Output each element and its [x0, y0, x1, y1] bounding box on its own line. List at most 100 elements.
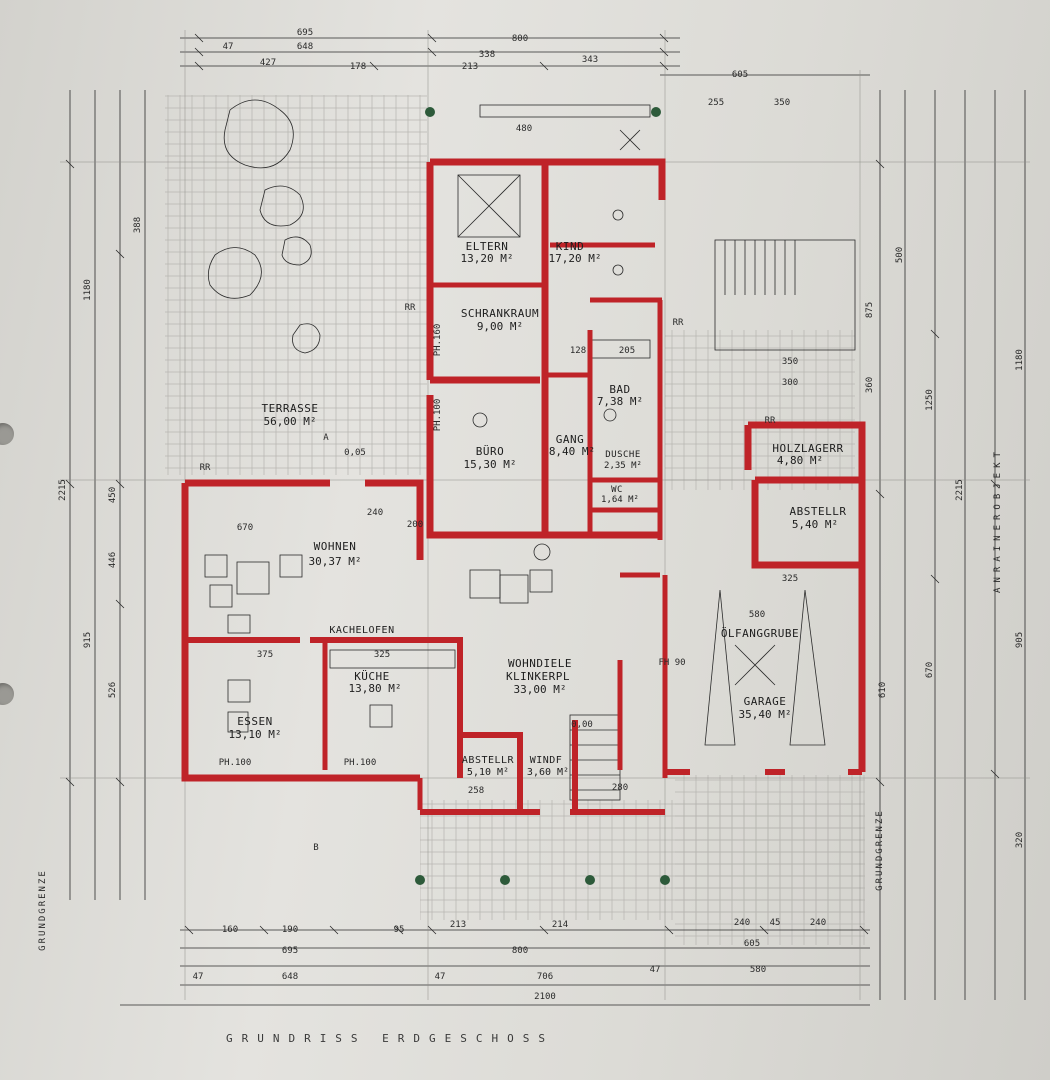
dim-in-240: 240 — [367, 508, 383, 518]
section-a-marker: A — [323, 433, 329, 443]
room-terrasse-name: TERRASSE — [262, 402, 319, 415]
side-label-anrainerobjekt: ANRAINEROBJEKT — [993, 447, 1003, 593]
dim-in-200: 200 — [407, 520, 423, 530]
punch-hole-top — [0, 423, 14, 445]
room-gang-area: 8,40 M² — [549, 445, 595, 458]
room-wc-name: WC — [611, 485, 623, 495]
room-labels: ELTERN 13,20 M² KIND 17,20 M² SCHRANKRAU… — [229, 240, 846, 778]
dim-in-128: 128 — [570, 346, 586, 356]
kachelofen-label: KACHELOFEN — [329, 625, 394, 636]
dim-in-005: 0,05 — [344, 448, 366, 458]
ph160-marker: PH.160 — [433, 324, 443, 357]
oelfanggrube-label: ÖLFANGGRUBE — [721, 627, 799, 640]
dim-right-500: 500 — [895, 247, 905, 263]
dim-right-905: 905 — [1015, 632, 1025, 648]
dim-right-610: 610 — [878, 682, 888, 698]
dim-bot-706: 706 — [537, 972, 553, 982]
walls — [181, 158, 866, 815]
dim-left-526: 526 — [108, 682, 118, 698]
room-wohndiele-sub: KLINKERPL — [506, 670, 570, 683]
room-buero-area: 15,30 M² — [464, 458, 517, 471]
punch-hole-bottom — [0, 683, 14, 705]
room-essen-area: 13,10 M² — [229, 728, 282, 741]
room-dusche-area: 2,35 M² — [604, 461, 642, 471]
dim-top-178: 178 — [350, 62, 366, 72]
dim-right-875: 875 — [865, 302, 875, 318]
dim-bot-800: 800 — [512, 946, 528, 956]
dim-top-605: 605 — [732, 70, 748, 80]
plan-title: GRUNDRISS ERDGESCHOSS — [226, 1032, 554, 1045]
room-windf-area: 3,60 M² — [527, 767, 569, 778]
room-abstellr-right-area: 5,40 M² — [792, 518, 838, 531]
room-wohnen-area: 30,37 M² — [309, 555, 362, 568]
boundary-label-right: GRUNDGRENZE — [875, 809, 885, 891]
dim-bot-605: 605 — [744, 939, 760, 949]
dim-right-320: 320 — [1015, 832, 1025, 848]
dim-bot-240b: 240 — [810, 918, 826, 928]
dim-in-280: 280 — [612, 783, 628, 793]
dim-bot-95: 95 — [394, 925, 405, 935]
dim-top-255: 255 — [708, 98, 724, 108]
room-wc-area: 1,64 M² — [601, 495, 639, 505]
dim-in-300: 300 — [782, 378, 798, 388]
dim-top-343: 343 — [582, 55, 598, 65]
room-schrankraum-name: SCHRANKRAUM — [461, 307, 539, 320]
dim-left-915: 915 — [83, 632, 93, 648]
dim-bot-45: 45 — [770, 918, 781, 928]
section-b-marker: B — [313, 843, 318, 853]
dim-left-2215: 2215 — [58, 479, 68, 501]
dim-in-325b: 325 — [782, 574, 798, 584]
room-bad-area: 7,38 M² — [597, 395, 643, 408]
room-kind-area: 17,20 M² — [549, 252, 602, 265]
dim-bot-648: 648 — [282, 972, 298, 982]
terrace-paving — [165, 95, 427, 475]
room-garage-name: GARAGE — [744, 695, 787, 708]
room-kueche-name: KÜCHE — [354, 670, 390, 683]
dim-in-350: 350 — [782, 357, 798, 367]
dim-in-325: 325 — [374, 650, 390, 660]
rr-marker-1: RR — [405, 303, 416, 313]
room-schrankraum-area: 9,00 M² — [477, 320, 523, 333]
dim-left-446: 446 — [108, 552, 118, 568]
dim-bot-240: 240 — [734, 918, 750, 928]
dim-bot-47a: 47 — [193, 972, 204, 982]
room-buero-name: BÜRO — [476, 445, 505, 458]
dim-bot-213: 213 — [450, 920, 466, 930]
room-wohndiele-name: WOHNDIELE — [508, 657, 572, 670]
dim-bot-580: 580 — [750, 965, 766, 975]
dim-top-695: 695 — [297, 28, 313, 38]
dim-right-360: 360 — [865, 377, 875, 393]
room-windf-name: WINDF — [530, 755, 563, 766]
dim-top-47: 47 — [223, 42, 234, 52]
dim-in-205: 205 — [619, 346, 635, 356]
dim-bot-214: 214 — [552, 920, 568, 930]
dim-in-258: 258 — [468, 786, 484, 796]
dim-bot-190a: 190 — [282, 925, 298, 935]
dim-bot-2100: 2100 — [534, 992, 556, 1002]
dim-top-213: 213 — [462, 62, 478, 72]
room-wohndiele-area: 33,00 M² — [514, 683, 567, 696]
room-terrasse-area: 56,00 M² — [264, 415, 317, 428]
room-eltern-name: ELTERN — [466, 240, 509, 253]
post-markers — [415, 107, 670, 885]
dim-right-1180: 1180 — [1015, 349, 1025, 371]
dim-top-350: 350 — [774, 98, 790, 108]
dim-right-670: 670 — [925, 662, 935, 678]
dim-top-800: 800 — [512, 34, 528, 44]
dim-top-338: 338 — [479, 50, 495, 60]
dim-left-388: 388 — [133, 217, 143, 233]
ph100-marker-essen: PH.100 — [219, 758, 252, 768]
dim-bot-47b: 47 — [435, 972, 446, 982]
rr-marker-4: RR — [765, 416, 776, 426]
dim-right-1250: 1250 — [925, 389, 935, 411]
dim-bot-695: 695 — [282, 946, 298, 956]
room-gang-name: GANG — [556, 433, 585, 446]
room-abstellr-left-area: 5,10 M² — [467, 767, 509, 778]
dim-bot-160: 160 — [222, 925, 238, 935]
dim-top-648: 648 — [297, 42, 313, 52]
room-wohnen-name: WOHNEN — [314, 540, 357, 553]
room-bad-name: BAD — [609, 383, 630, 396]
dim-left-450: 450 — [108, 487, 118, 503]
